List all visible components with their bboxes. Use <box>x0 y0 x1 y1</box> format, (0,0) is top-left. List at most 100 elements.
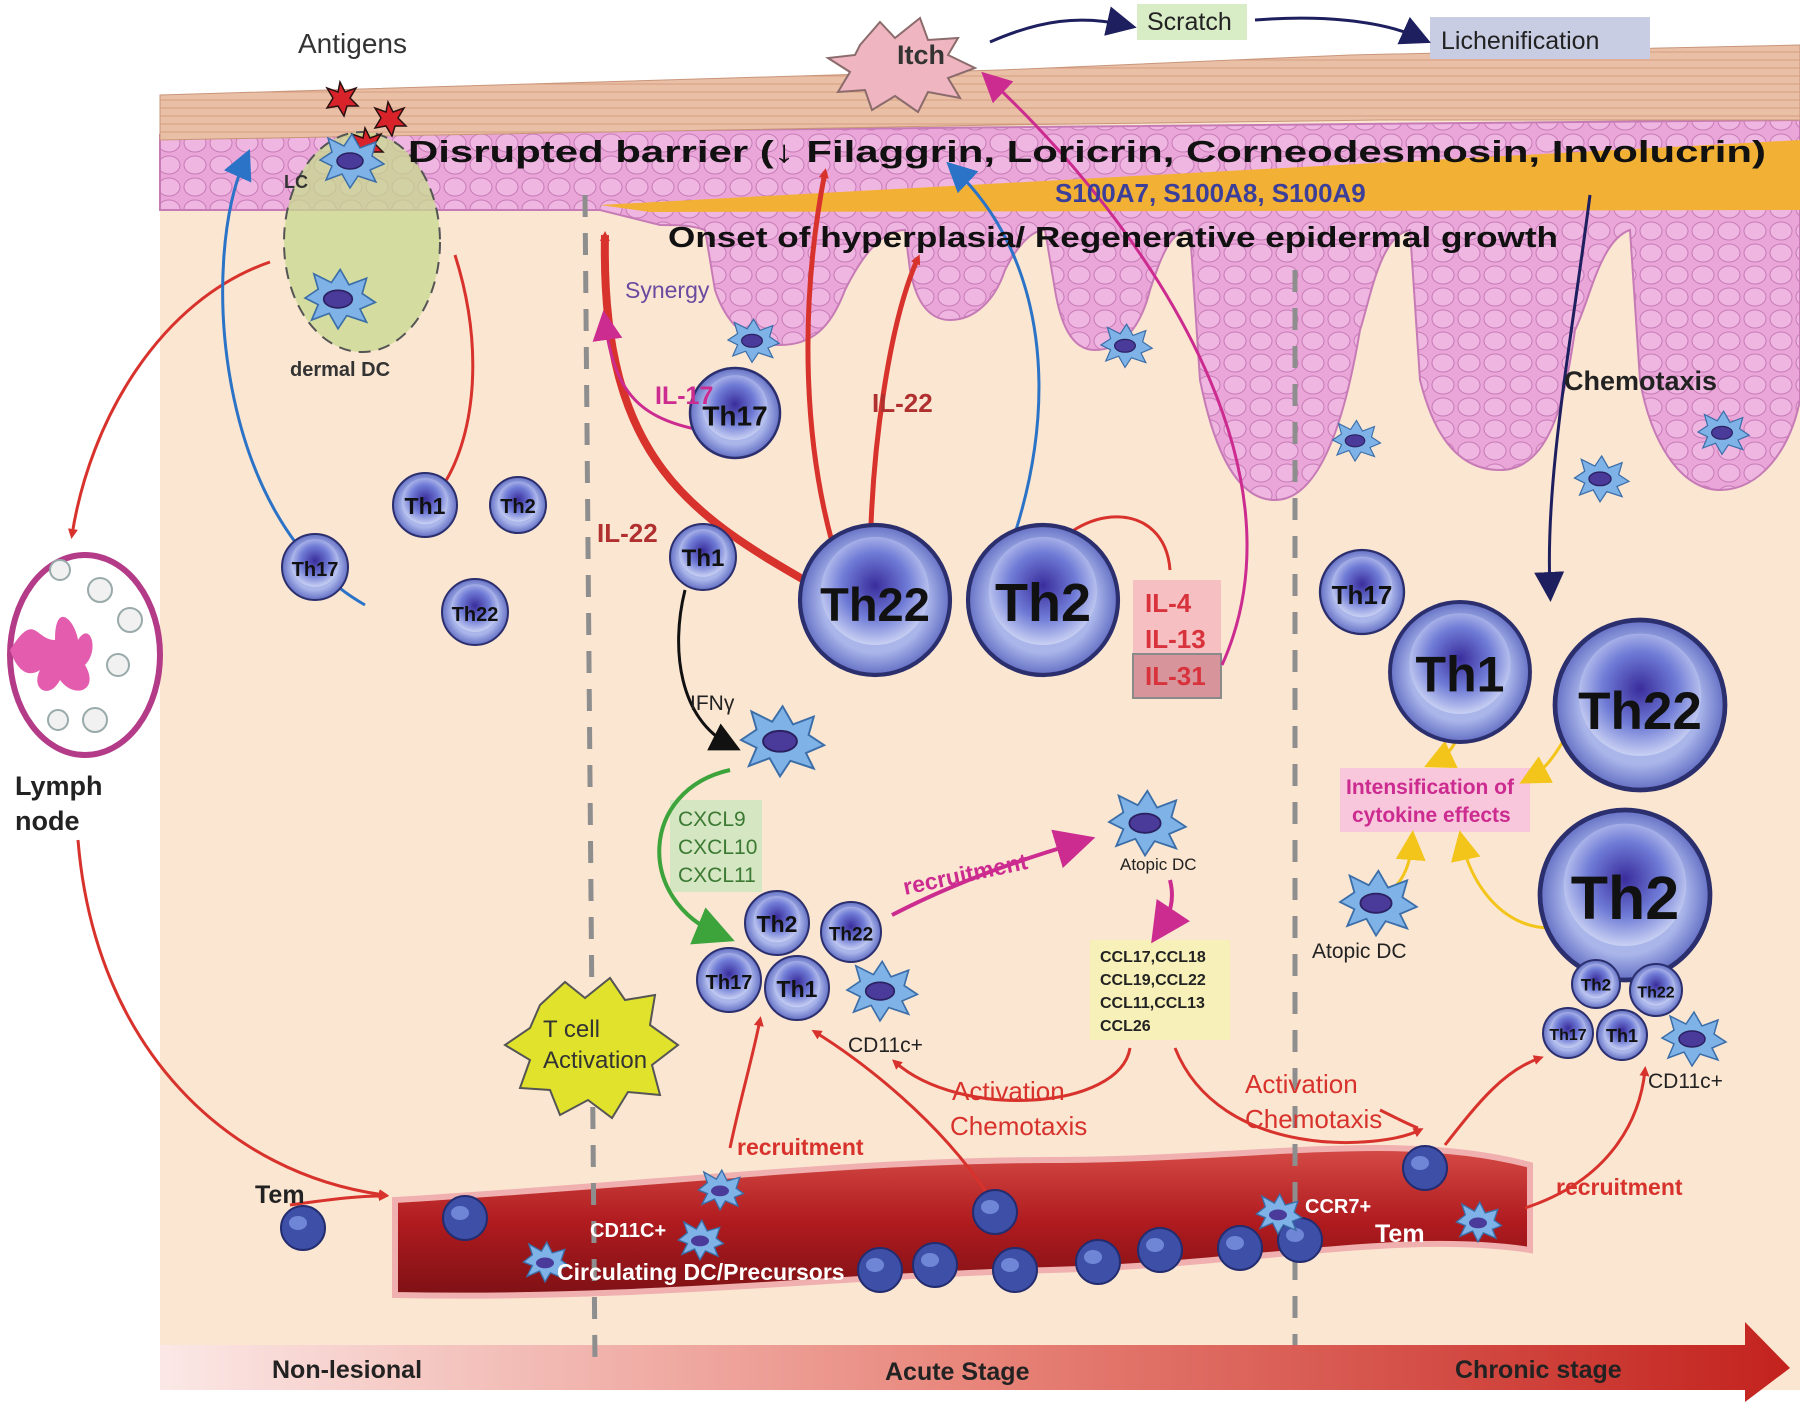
intensification-line-1: Intensification of <box>1346 776 1515 799</box>
dc-to-lymph-arrow <box>67 260 271 539</box>
activation-left-label: Activation <box>952 1076 1065 1106</box>
t-cell-th2: Th2 <box>744 890 810 956</box>
ccl-line-1: CCL17,CCL18 <box>1100 949 1206 966</box>
t-cell-th2: Th2 <box>1537 807 1713 983</box>
il31-itch-arrow <box>981 71 1249 666</box>
t-cell-th1: Th1 <box>1596 1009 1648 1061</box>
ccl-box <box>1090 940 1230 1040</box>
stage-chronic-label: Chronic stage <box>1455 1356 1622 1384</box>
recruitment-up-arrow <box>728 1016 764 1149</box>
t-cell-label: Th2 <box>1571 864 1679 932</box>
t-cell-th1: Th1 <box>764 955 830 1021</box>
t-cell-label: Th1 <box>1416 647 1505 703</box>
t-cell-label: Th1 <box>777 976 818 1002</box>
t-cell-activation-burst <box>503 976 680 1120</box>
il22-filaggrin-arrow <box>805 168 845 576</box>
circulating-cell-icon <box>857 1247 903 1293</box>
cxcl11-label: CXCL11 <box>678 864 756 887</box>
circulating-cell-icon <box>912 1242 958 1288</box>
t-cell-th22: Th22 <box>1629 963 1683 1017</box>
scratch-to-lichenification-arrow <box>1254 16 1431 45</box>
t-cell-th22: Th22 <box>797 522 953 678</box>
hyperplasia-label: Onset of hyperplasia/ Regenerative epide… <box>668 222 1558 254</box>
circulating-dc-icon <box>697 1168 745 1212</box>
node-label: node <box>15 806 80 836</box>
atopic-dc-right-label: Atopic DC <box>1312 940 1407 963</box>
recruitment-atopic-dc-arrow <box>891 829 1096 917</box>
epidermis-layer <box>159 118 1800 502</box>
t-cell-label: Th1 <box>1606 1026 1638 1046</box>
barrier-label: Disrupted barrier (↓ Filaggrin, Loricrin… <box>408 134 1766 169</box>
t-cell-label: Th22 <box>829 924 873 945</box>
il17-label: IL-17 <box>655 382 713 410</box>
antigens-label: Antigens <box>298 28 407 59</box>
recruitment-low-label: recruitment <box>737 1134 864 1160</box>
dendritic-cell-icon <box>318 132 386 190</box>
cxcl-arrow <box>657 768 735 945</box>
t-cell-label: Th1 <box>682 545 725 572</box>
t-cell-th2: Th2 <box>489 476 547 534</box>
t-cell-line-1: T cell <box>543 1016 600 1043</box>
ccl-line-4: CCL26 <box>1100 1018 1151 1035</box>
t-cell-th22: Th22 <box>441 578 509 646</box>
t-cell-th22: Th22 <box>820 901 882 963</box>
t-cell-th17: Th17 <box>1318 548 1406 636</box>
ccl-line-2: CCL19,CCL22 <box>1100 972 1206 989</box>
activation-to-tem-arrow <box>1379 1108 1419 1130</box>
il22-mid-label: IL-22 <box>872 388 933 418</box>
circulating-dc-icon <box>1255 1192 1303 1236</box>
ccl-line-3: CCL11,CCL13 <box>1100 995 1205 1012</box>
t-cell-th17: Th17 <box>1542 1007 1594 1059</box>
cd11c-mid-label: CD11c+ <box>848 1034 923 1057</box>
synergy-label: Synergy <box>625 277 710 303</box>
t-cell-th1: Th1 <box>1388 600 1532 744</box>
stratum-corneum <box>159 44 1800 141</box>
circulating-dc-icon <box>522 1240 570 1284</box>
t-cell-th2: Th2 <box>1571 959 1621 1009</box>
circulating-cell-icon <box>280 1205 326 1251</box>
itch-label: Itch <box>897 40 945 70</box>
vessel-cells <box>280 1145 1503 1293</box>
cxcl-box <box>670 800 762 892</box>
dendritic-cells <box>303 132 1751 1068</box>
circulating-dc-icon <box>1455 1200 1503 1244</box>
atopic-dc-mid-label: Atopic DC <box>1120 855 1197 874</box>
circulating-cell-icon <box>992 1247 1038 1293</box>
ccr7-label: CCR7+ <box>1305 1196 1371 1218</box>
dendritic-cell-icon <box>1099 323 1154 369</box>
cxcl10-label: CXCL10 <box>678 836 757 859</box>
dermal-dc-label: dermal DC <box>290 359 390 381</box>
t-cell-label: Th1 <box>405 493 446 519</box>
t-cell-label: Th22 <box>1637 984 1674 1001</box>
itch-to-scratch-arrow <box>989 6 1137 44</box>
tem-left-label: Tem <box>255 1181 305 1209</box>
tem-vessel-label: Tem <box>1375 1220 1425 1248</box>
dendritic-cell-icon <box>739 704 827 779</box>
circulating-cell-icon <box>442 1195 488 1241</box>
dendritic-cell-icon <box>1107 789 1188 858</box>
stage-arrow <box>160 1322 1790 1402</box>
circulating-cell-icon <box>972 1189 1018 1235</box>
stage-acute-label: Acute Stage <box>885 1358 1030 1386</box>
chemotaxis-right-label: Chemotaxis <box>1245 1104 1382 1134</box>
il31-highlight <box>1132 653 1222 699</box>
t-cell-label: Th2 <box>500 496 536 518</box>
blood-vessel <box>392 1145 1533 1299</box>
vessel-to-cd11c-arrow <box>811 1029 992 1199</box>
t-cell-th17: Th17 <box>688 366 782 460</box>
lymph-label: Lymph <box>15 771 103 801</box>
scratch-label: Scratch <box>1147 8 1232 36</box>
ifng-label: IFNγ <box>690 692 735 715</box>
il31-label: IL-31 <box>1145 661 1206 691</box>
dendritic-cell-icon <box>1338 869 1419 938</box>
s100-label: S100A7, S100A8, S100A9 <box>1055 178 1366 208</box>
ccl-activation-left-arrow <box>892 1047 1132 1102</box>
cxcl9-label: CXCL9 <box>678 808 746 831</box>
ccl-activation-right-arrow <box>1173 1047 1424 1144</box>
lymph-to-vessel-arrow <box>76 839 389 1200</box>
tem-to-vessel-arrow <box>289 1191 389 1207</box>
t-cell-label: Th22 <box>1578 682 1702 741</box>
t-cell-label: Th2 <box>757 911 798 937</box>
dendritic-cell-icon <box>1696 410 1751 456</box>
dendritic-cell-icon <box>1573 454 1631 504</box>
